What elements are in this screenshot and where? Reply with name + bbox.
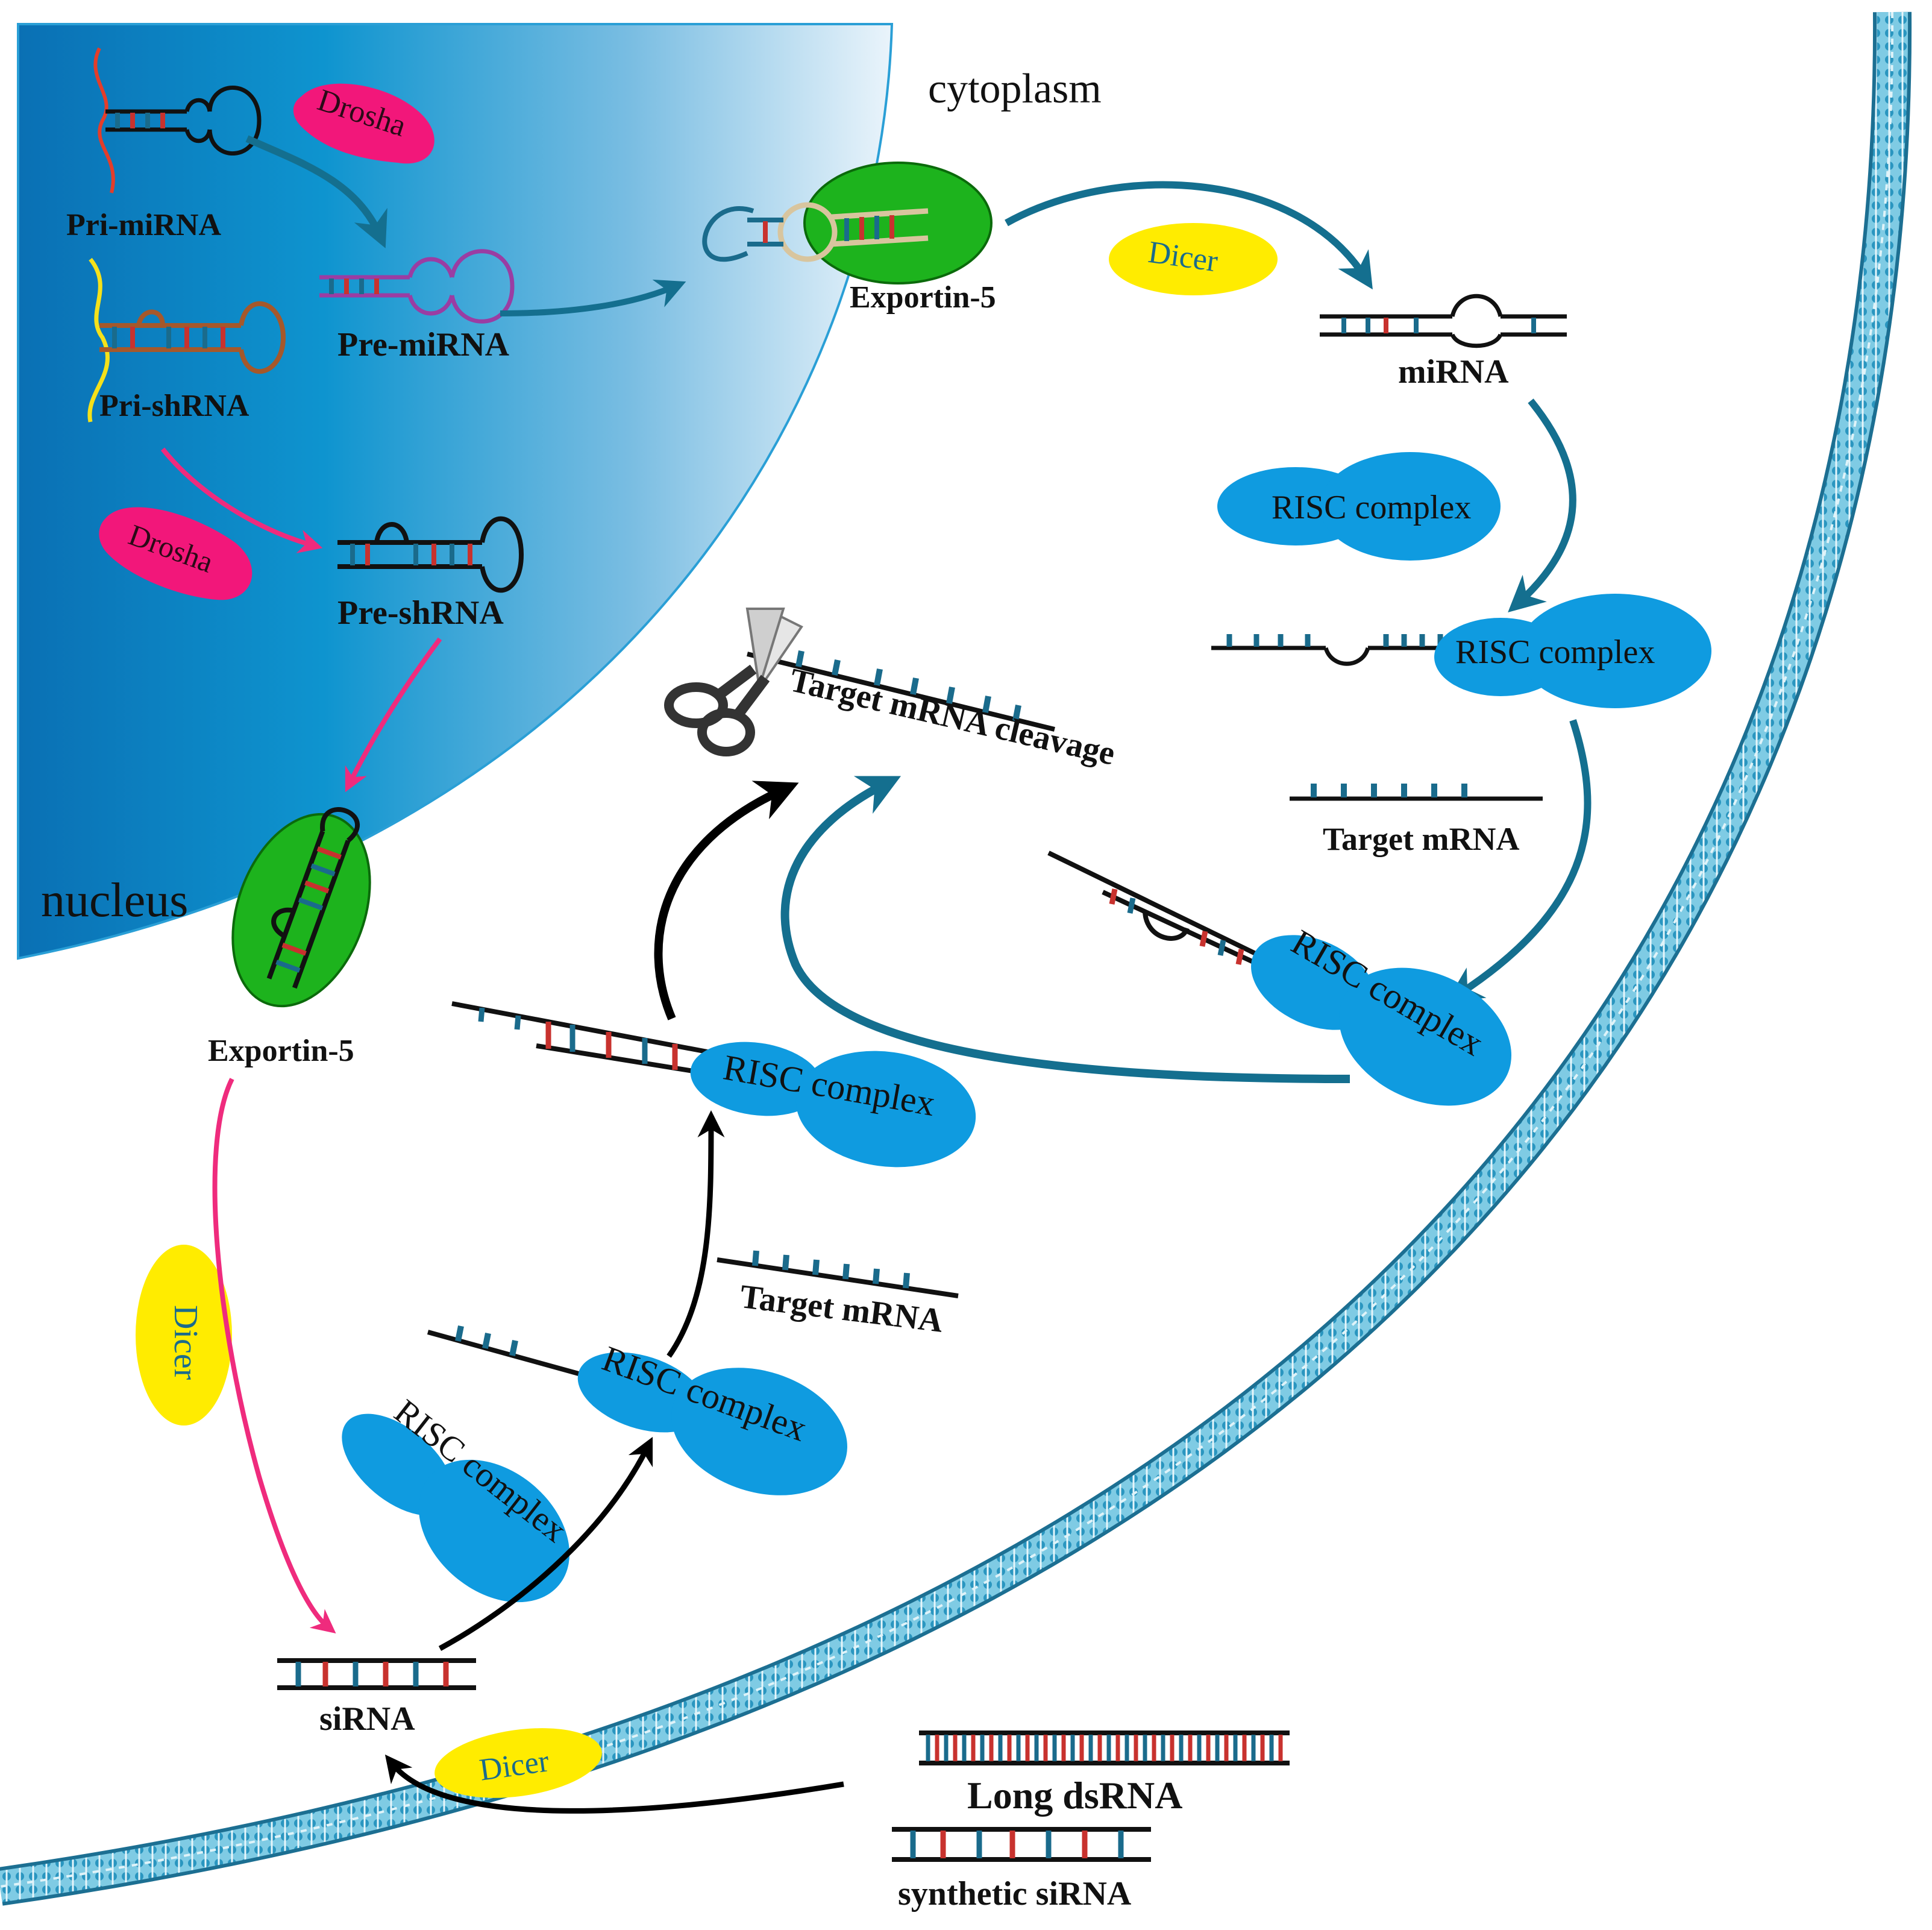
cleavage-label: Target mRNA cleavage bbox=[786, 661, 1118, 772]
long-dsrna-label: Long dsRNA bbox=[967, 1774, 1182, 1817]
pri-shrna-structure bbox=[87, 257, 286, 423]
nucleus-region bbox=[17, 23, 894, 960]
pre-shrna-label: Pre-shRNA bbox=[337, 594, 504, 632]
exportin-5-top-label: Exportin-5 bbox=[850, 280, 996, 315]
exportin-5-top bbox=[702, 162, 993, 284]
exportin-5-left bbox=[231, 807, 371, 1008]
target-mrna-right-label: Target mRNA bbox=[1323, 821, 1519, 857]
arrow-exportin-to-mirna bbox=[1005, 181, 1373, 290]
risc-complex-6: RISC complex bbox=[342, 1392, 574, 1603]
pri-mirna-label: Pri-miRNA bbox=[66, 208, 221, 242]
arrow-risc-to-cleavage-mirna bbox=[780, 776, 1350, 1083]
pre-mirna-label: Pre-miRNA bbox=[337, 326, 510, 363]
risc-label-1: RISC complex bbox=[1272, 489, 1471, 526]
dicer-enzyme-1: Dicer bbox=[1109, 223, 1278, 295]
exportin-5-left-label: Exportin-5 bbox=[208, 1034, 354, 1068]
cytoplasm-label: cytoplasm bbox=[928, 66, 1102, 112]
arrow-pre-mirna-to-exportin bbox=[500, 279, 686, 316]
arrow-dsrna-to-sirna bbox=[384, 1754, 844, 1814]
arrow-pre-shrna-to-exportin bbox=[345, 637, 442, 793]
arrow-risc-to-cleavage-sirna bbox=[654, 781, 799, 1020]
risc-complex-2: RISC complex bbox=[1211, 594, 1711, 708]
drosha-enzyme-2: Drosha bbox=[99, 507, 252, 600]
risc-complex-4: RISC complex bbox=[451, 1001, 976, 1168]
synthetic-sirna bbox=[892, 1827, 1151, 1862]
arrow-exportin-to-sirna bbox=[212, 1078, 336, 1634]
pre-mirna-structure bbox=[319, 249, 515, 324]
dicer-enzyme-2: Dicer bbox=[136, 1245, 232, 1425]
mirna-duplex bbox=[1320, 294, 1567, 348]
risc-complex-1: RISC complex bbox=[1217, 452, 1501, 561]
sirna-label: siRNA bbox=[319, 1700, 415, 1738]
target-mrna-left bbox=[717, 1250, 959, 1298]
mirna-label: miRNA bbox=[1398, 353, 1509, 391]
synthetic-sirna-label: synthetic siRNA bbox=[898, 1875, 1132, 1913]
drosha-enzyme-1: Drosha bbox=[293, 83, 434, 164]
dicer-label-2: Dicer bbox=[167, 1305, 204, 1380]
dicer-enzyme-3: Dicer bbox=[434, 1728, 602, 1798]
arrow-mirna-to-risc bbox=[1508, 398, 1576, 613]
arrow-risc-to-target-binding bbox=[1446, 719, 1592, 1003]
risc-label-2: RISC complex bbox=[1455, 633, 1655, 671]
nucleus-label: nucleus bbox=[41, 874, 188, 927]
pri-shrna-label: Pri-shRNA bbox=[99, 389, 249, 423]
long-dsrna bbox=[919, 1730, 1290, 1765]
scissors-icon bbox=[664, 608, 803, 756]
pri-mirna-structure bbox=[93, 47, 262, 193]
target-mrna-right bbox=[1290, 784, 1543, 801]
arrow-pri-to-pre-shrna bbox=[160, 447, 323, 553]
arrow-risc-loaded-to-target bbox=[666, 1110, 725, 1358]
arrow-sirna-to-risc bbox=[438, 1436, 653, 1651]
target-mrna-cleavage: Target mRNA cleavage bbox=[747, 650, 1118, 773]
risc-complex-3: RISC complex bbox=[1047, 850, 1512, 1106]
sirna-duplex bbox=[277, 1658, 476, 1690]
arrow-pri-to-pre-mirna bbox=[245, 135, 387, 248]
pre-shrna-structure bbox=[337, 516, 524, 593]
